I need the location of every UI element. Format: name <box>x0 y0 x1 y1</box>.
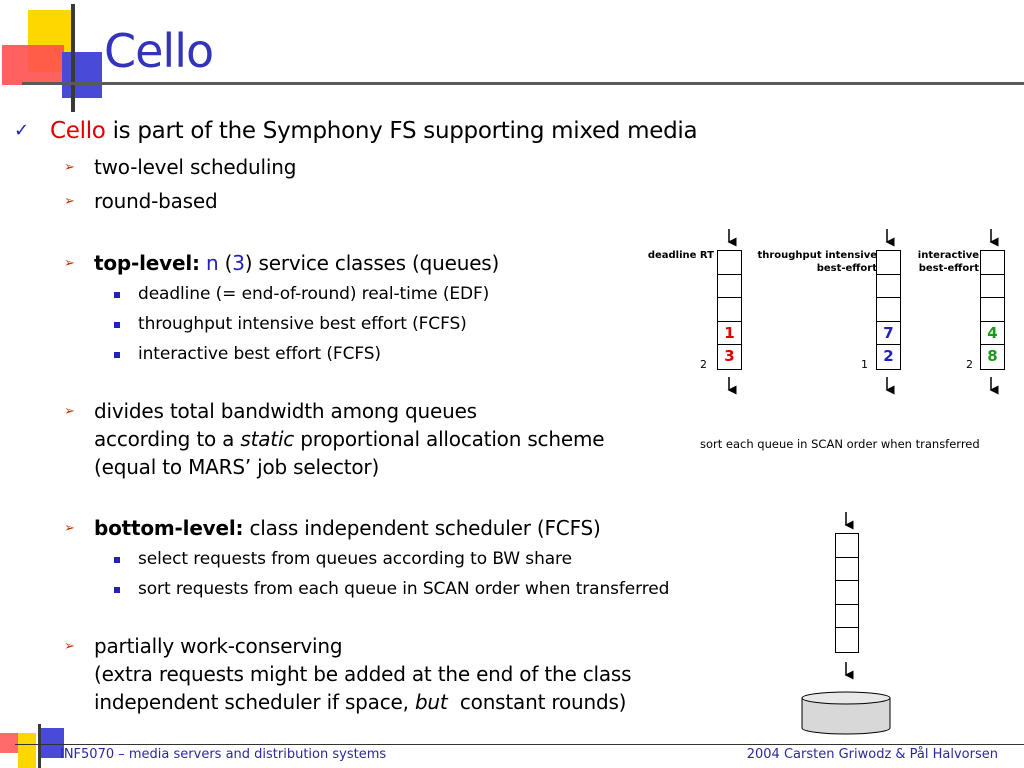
queue-request: 1 <box>718 322 741 345</box>
divides-post: proportional allocation scheme <box>294 427 605 451</box>
bullet-divides-line1: divides total bandwidth among queues <box>94 399 477 423</box>
sub-deadline: deadline (= end-of-round) real-time (EDF… <box>138 284 490 304</box>
queue-label-interactive-line2: best-effort <box>918 263 979 274</box>
work-conserving-post: constant rounds) <box>447 690 627 714</box>
open-paren: ( <box>218 251 233 275</box>
queue-label-interactive-line1: interactive <box>917 250 979 261</box>
queue-slot <box>981 298 1004 322</box>
footer-decor-blue <box>40 728 64 758</box>
footer-decor-yellow <box>18 733 36 768</box>
footer-rule <box>15 744 1024 745</box>
divides-pre: according to a <box>94 427 241 451</box>
queue-slot <box>981 275 1004 298</box>
queue-label-throughput-line2: best-effort <box>816 263 877 274</box>
bullet-bottom-level: bottom-level: class independent schedule… <box>94 518 601 538</box>
queue-request: 7 <box>877 322 900 345</box>
title-underline <box>22 82 1024 85</box>
queue-label-throughput-line1: throughput intensive <box>757 250 877 261</box>
queue-slot <box>836 581 858 605</box>
queue-request: 2 <box>883 347 894 365</box>
footer-decor-vertical-line <box>38 724 41 768</box>
queue-label-interactive: interactive best-effort <box>918 249 979 275</box>
bullet-divides-line2: according to a static proportional alloc… <box>94 427 605 451</box>
arrow-bullet-icon: ➢ <box>64 404 75 419</box>
bottom-level-rest: class independent scheduler (FCFS) <box>243 516 601 540</box>
arrow-bullet-icon: ➢ <box>64 256 75 271</box>
queue-slot <box>877 275 900 298</box>
top-level-label: top-level: <box>94 251 200 275</box>
queue-request: 3 <box>724 347 735 365</box>
sub-throughput: throughput intensive best effort (FCFS) <box>138 314 467 334</box>
arrow-bullet-icon: ➢ <box>64 160 75 175</box>
footer-authors: 2004 Carsten Griwodz & Pål Halvorsen <box>746 747 998 762</box>
queue-slot <box>877 251 900 275</box>
arrow-bullet-icon: ➢ <box>64 521 75 536</box>
sub-sort-requests: sort requests from each queue in SCAN or… <box>138 579 670 599</box>
bullet-two-level: two-level scheduling <box>94 155 297 179</box>
queue-slot <box>718 275 741 298</box>
scan-order-note: sort each queue in SCAN order when trans… <box>700 437 980 451</box>
bottom-level-label: bottom-level: <box>94 516 244 540</box>
slide-title: Cello <box>104 24 214 78</box>
bullet-divides-line3: (equal to MARS’ job selector) <box>94 455 380 479</box>
cello-name: Cello <box>50 118 106 144</box>
bullet-cello: Cello is part of the Symphony FS support… <box>50 118 698 144</box>
square-bullet-icon <box>114 292 120 298</box>
arrow-bullet-icon: ➢ <box>64 639 75 654</box>
queue-slot <box>718 251 741 275</box>
footer-course: INF5070 – media servers and distribution… <box>60 747 387 762</box>
square-bullet-icon <box>114 322 120 328</box>
square-bullet-icon <box>114 352 120 358</box>
top-level-rest: ) service classes (queues) <box>244 251 500 275</box>
three-value: 3 <box>232 251 245 275</box>
square-bullet-icon <box>114 557 120 563</box>
queue-count-interactive: 2 <box>966 358 973 371</box>
queue-slot <box>836 534 858 558</box>
queue-interactive: 4 8 <box>980 250 1005 370</box>
bullet-work-conserving-line2: (extra requests might be added at the en… <box>94 662 632 686</box>
decor-red-square <box>2 45 64 85</box>
queue-request: 8 <box>987 347 998 365</box>
but-emphasis: but <box>414 690 448 714</box>
queue-slot <box>836 605 858 628</box>
n-variable: n <box>205 251 219 275</box>
decor-blue-square <box>62 52 102 98</box>
scheduler-queue <box>835 533 859 653</box>
queue-label-deadline-line1: deadline RT <box>647 250 714 261</box>
bullet-round-based: round-based <box>94 189 218 213</box>
disk-icon <box>801 691 891 735</box>
bullet-top-level: top-level: n (3) service classes (queues… <box>94 253 499 273</box>
queue-request: 4 <box>981 322 1004 345</box>
work-conserving-pre: independent scheduler if space, <box>94 690 415 714</box>
queue-slot <box>718 298 741 322</box>
checkmark-bullet-icon: ✓ <box>14 120 30 141</box>
square-bullet-icon <box>114 587 120 593</box>
queue-label-deadline: deadline RT <box>648 249 714 262</box>
queue-slot <box>836 628 858 652</box>
decor-vertical-line <box>71 4 75 112</box>
queue-arrows <box>727 229 999 680</box>
arrow-bullet-icon: ➢ <box>64 194 75 209</box>
queue-count-throughput: 1 <box>861 358 868 371</box>
static-emphasis: static <box>240 427 295 451</box>
sub-select-requests: select requests from queues according to… <box>138 549 572 569</box>
queue-slot <box>981 251 1004 275</box>
queue-label-throughput: throughput intensive best-effort <box>757 249 877 275</box>
queue-slot <box>836 558 858 581</box>
bullet-work-conserving-line3: independent scheduler if space, but cons… <box>94 692 626 712</box>
cello-description: is part of the Symphony FS supporting mi… <box>105 118 698 144</box>
sub-interactive: interactive best effort (FCFS) <box>138 344 381 364</box>
bullet-work-conserving-line1: partially work-conserving <box>94 634 343 658</box>
queue-count-deadline: 2 <box>700 358 707 371</box>
queue-throughput: 7 2 <box>876 250 901 370</box>
queue-slot <box>877 298 900 322</box>
queue-deadline: 1 3 <box>717 250 742 370</box>
